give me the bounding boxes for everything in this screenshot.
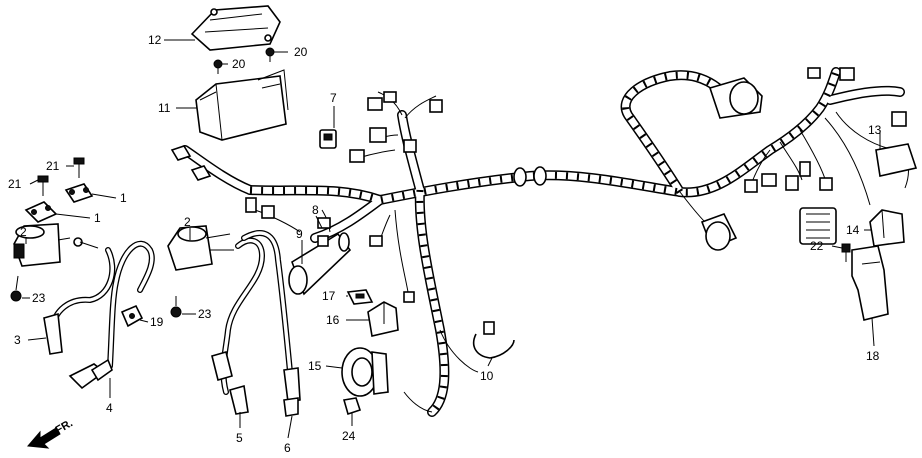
connector-8 [317,235,329,247]
spark-plug-lead-3 [43,237,116,355]
callout-15: 15 [308,359,322,373]
band-clamp-10 [472,321,515,359]
callout-24: 24 [342,429,356,443]
relay-16 [367,301,399,337]
ignition-coil-2-right [167,225,234,271]
callout-3: 3 [14,333,21,347]
callout-4: 4 [106,401,113,415]
horn-15 [341,347,389,397]
leader-lines [22,39,881,439]
callout-5: 5 [236,431,243,445]
callout-18: 18 [866,349,880,363]
unit-14 [869,209,905,247]
bolt-23a [10,275,22,302]
bolt-23b [170,296,182,318]
fuse-box-cover-12 [190,5,281,51]
callout-1b: 1 [94,211,101,225]
callout-21a: 21 [46,159,60,173]
front-arrow-icon [26,427,61,449]
callout-labels: 12 20 20 11 7 21 21 1 1 2 2 8 9 23 23 19… [8,33,882,455]
callout-9: 9 [296,227,303,241]
bolt-24 [342,397,362,422]
harness-connectors [170,67,907,303]
starter-relay [708,77,763,119]
callout-10: 10 [480,369,494,383]
bolt-21b [37,175,49,196]
clamp-19 [120,304,144,328]
bracket-1a [64,183,94,203]
callout-20a: 20 [232,57,246,71]
spark-plug-lead-5 [211,237,265,415]
callout-8: 8 [312,203,319,217]
callout-2b: 2 [184,215,191,229]
callout-22: 22 [810,239,824,253]
callout-21b: 21 [8,177,22,191]
bolt-22 [841,243,851,262]
callout-14: 14 [846,223,860,237]
callout-19: 19 [150,315,164,329]
callout-7: 7 [330,91,337,105]
fuse-box-case-11 [195,69,289,141]
callout-12: 12 [148,33,162,47]
front-direction-indicator: FR. [26,417,75,449]
callout-1a: 1 [120,191,127,205]
round-connector [700,213,738,251]
screw-20a [213,59,223,74]
relay-7 [319,129,337,149]
ignition-coil-2-left [13,223,71,267]
callout-6: 6 [284,441,291,455]
callout-13: 13 [868,123,882,137]
front-label: FR. [54,417,75,436]
regulator-13 [875,143,918,177]
callout-16: 16 [326,313,340,327]
connector-17 [346,289,374,305]
boot-9 [288,232,352,296]
spark-plug-lead-4 [68,240,155,390]
spark-plug-lead-6 [241,230,301,417]
callout-11: 11 [158,101,171,115]
bolt-21a [73,157,85,178]
callout-2a: 2 [20,225,27,239]
callout-23a: 23 [32,291,46,305]
callout-17: 17 [322,289,336,303]
bracket-1b [24,201,58,223]
bracket-18 [851,245,889,321]
callout-20b: 20 [294,45,308,59]
screw-20b [265,47,275,62]
callout-23b: 23 [198,307,212,321]
multi-pin-connector [799,207,837,245]
